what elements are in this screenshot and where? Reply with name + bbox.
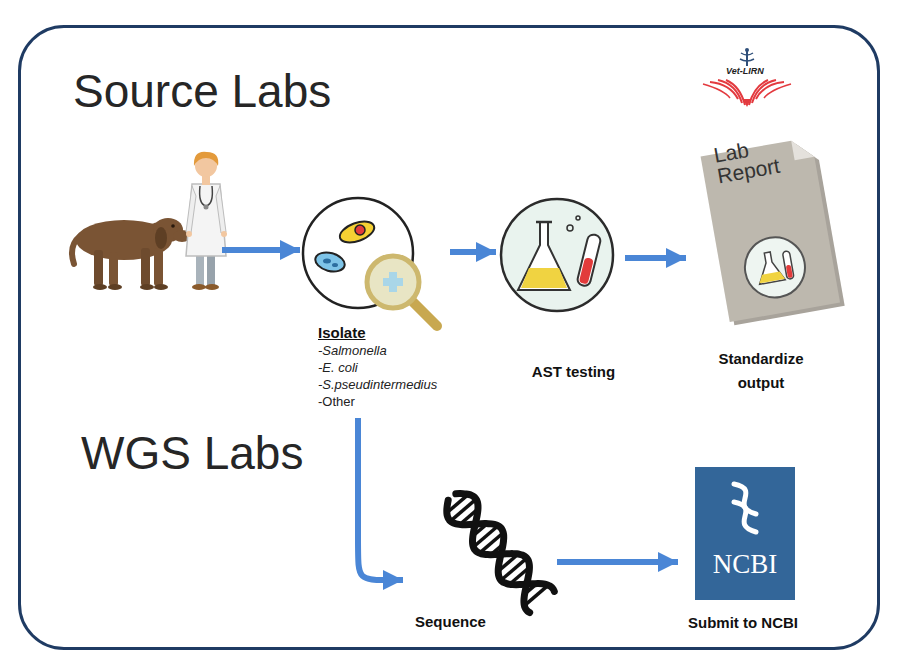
vet-illustration	[194, 152, 218, 166]
flow-arrow	[625, 255, 686, 261]
node-heading: NCBI	[680, 550, 810, 580]
node-text: Standardize output	[705, 347, 817, 395]
isolate-icon	[303, 198, 437, 326]
lab-report-document	[786, 265, 793, 279]
vet-illustration	[192, 284, 206, 290]
logo-text: Vet-LIRN	[726, 66, 764, 76]
vet-illustration	[186, 231, 192, 237]
node-heading: Isolate	[318, 323, 444, 342]
dna-helix	[456, 494, 530, 613]
ncbi-logo	[734, 502, 756, 532]
ast-icon	[501, 199, 613, 311]
dog-illustration	[140, 284, 154, 290]
vet-lirn-logo	[743, 99, 751, 107]
ast-icon	[567, 225, 573, 231]
dna-helix	[450, 499, 476, 521]
ncbi-node: NCBI Submit to NCBI	[680, 465, 810, 637]
lab-report-document	[782, 251, 794, 280]
sequence-node: Sequence	[405, 485, 555, 636]
node-text: -Salmonella	[318, 342, 444, 359]
isolate-icon	[323, 259, 331, 264]
ast-icon	[521, 268, 567, 288]
node-text: Submit to NCBI	[680, 613, 806, 633]
node-text: -S.pseudintermedius	[318, 376, 444, 393]
vet-illustration	[186, 186, 196, 233]
node-text: -E. coli	[318, 359, 444, 376]
lab-report-document	[791, 137, 814, 160]
dog-illustration	[154, 248, 163, 286]
dna-helix	[447, 494, 555, 613]
vet-lirn-logo	[703, 48, 791, 107]
dog-illustration	[154, 284, 168, 290]
lab-report-document	[740, 233, 810, 303]
isolate-icon	[383, 278, 403, 286]
flow-arrow	[358, 418, 403, 580]
isolate-icon	[332, 263, 338, 267]
vet-lirn-logo	[703, 84, 791, 98]
node-heading: Source Labs	[73, 66, 331, 117]
vet-lirn-logo	[745, 48, 749, 52]
ast-icon	[576, 216, 580, 220]
outer-panel: Isolate-Salmonella-E. coli-S.pseudinterm…	[18, 25, 880, 650]
node-text: -Other	[318, 393, 444, 410]
vet-illustration	[205, 284, 219, 290]
isolate-icon	[303, 198, 413, 308]
vet-illustration	[186, 184, 226, 256]
ast-icon	[536, 221, 552, 224]
dog-illustration	[94, 250, 103, 286]
dog-illustration	[108, 284, 122, 290]
dog-illustration	[109, 252, 118, 286]
dna-helix	[447, 500, 555, 591]
vet-lirn-logo	[740, 53, 754, 61]
node-heading: Sequence	[415, 612, 551, 632]
isolate-icon	[367, 256, 419, 308]
vet-lirn-logo	[749, 80, 768, 105]
ast-icon	[518, 222, 570, 290]
isolate-icon	[313, 249, 347, 274]
ncbi-logo	[695, 467, 795, 600]
dog-illustration	[141, 248, 150, 286]
vet-illustration	[204, 205, 209, 210]
isolate-icon	[337, 217, 377, 246]
ast-icon	[576, 233, 601, 287]
isolate-icon	[412, 301, 437, 326]
node-text: WGS Labs	[81, 428, 303, 479]
vet-illustration	[216, 186, 226, 233]
node-heading: AST testing	[528, 362, 619, 382]
flow-arrow	[450, 249, 496, 255]
isolate-icon	[355, 225, 365, 235]
vet-lirn-logo	[726, 80, 745, 105]
ast-icon	[501, 199, 613, 311]
ast-icon	[579, 257, 594, 284]
vet-illustration	[221, 231, 227, 237]
flow-arrow	[222, 247, 300, 253]
lab-report-document	[758, 271, 785, 283]
vet-illustration	[186, 152, 227, 290]
isolate-node: Isolate-Salmonella-E. coli-S.pseudinterm…	[303, 195, 448, 414]
flow-arrow	[557, 559, 678, 565]
dog-illustration	[155, 227, 167, 249]
dog-illustration	[171, 224, 175, 228]
dog-illustration	[93, 284, 107, 290]
node-heading: Lab Report	[712, 132, 790, 186]
lab-report-document	[754, 250, 785, 284]
dog-illustration	[72, 218, 192, 290]
ncbi-logo	[695, 467, 795, 600]
vet-illustration	[200, 186, 213, 206]
ast-icon	[576, 233, 601, 287]
vet-lirn-logo	[746, 50, 748, 66]
dna-helix	[501, 558, 527, 580]
dog-illustration	[187, 232, 192, 237]
ast-node: AST testing	[498, 200, 623, 386]
report-node: Lab ReportStandardize output	[688, 125, 838, 399]
